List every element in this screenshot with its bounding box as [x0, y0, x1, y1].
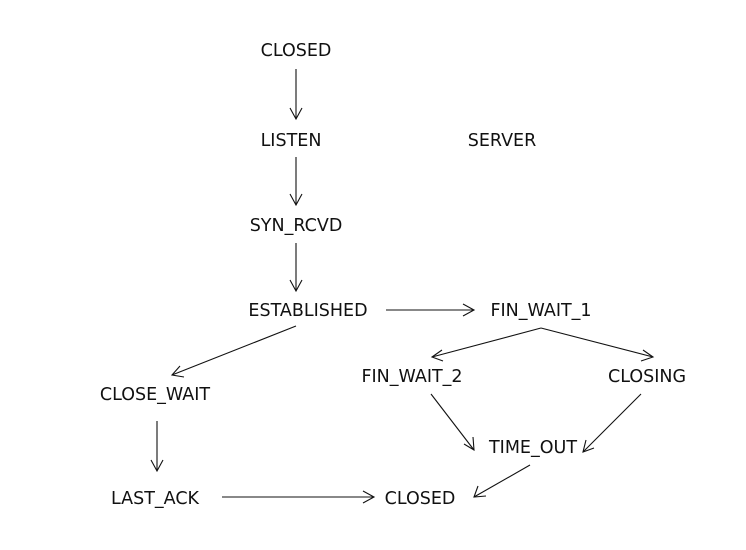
edges-group — [150, 69, 655, 504]
state-close-wait: CLOSE_WAIT — [100, 385, 211, 405]
state-closed-top: CLOSED — [261, 41, 332, 61]
state-syn-rcvd: SYN_RCVD — [250, 216, 343, 236]
edge-established-to-close-wait — [170, 325, 297, 378]
diagram-title-server: SERVER — [468, 131, 537, 151]
edge-close-wait-to-last-ack — [150, 421, 164, 473]
edge-fin-wait-1-to-closing — [540, 327, 655, 362]
state-fin-wait-1: FIN_WAIT_1 — [490, 301, 591, 321]
edge-time-out-to-closed — [473, 464, 531, 498]
edge-fin-wait-1-to-fin-wait-2 — [430, 327, 542, 362]
state-listen: LISTEN — [261, 131, 322, 151]
edge-listen-to-syn-rcvd — [289, 157, 303, 207]
edge-closed-to-listen — [289, 69, 303, 121]
state-closed-bottom: CLOSED — [385, 489, 456, 509]
edge-fin-wait-2-to-time-out — [430, 393, 475, 452]
state-time-out: TIME_OUT — [488, 438, 577, 458]
edge-last-ack-to-closed — [222, 490, 376, 504]
state-fin-wait-2: FIN_WAIT_2 — [361, 367, 462, 387]
edge-syn-rcvd-to-established — [289, 243, 303, 293]
state-closing: CLOSING — [608, 367, 686, 387]
edge-closing-to-time-out — [582, 393, 642, 453]
state-last-ack: LAST_ACK — [111, 489, 200, 509]
edge-established-to-fin-wait-1 — [386, 303, 476, 317]
state-established: ESTABLISHED — [248, 301, 367, 321]
nodes-group: CLOSED LISTEN SERVER SYN_RCVD ESTABLISHE… — [100, 41, 686, 509]
